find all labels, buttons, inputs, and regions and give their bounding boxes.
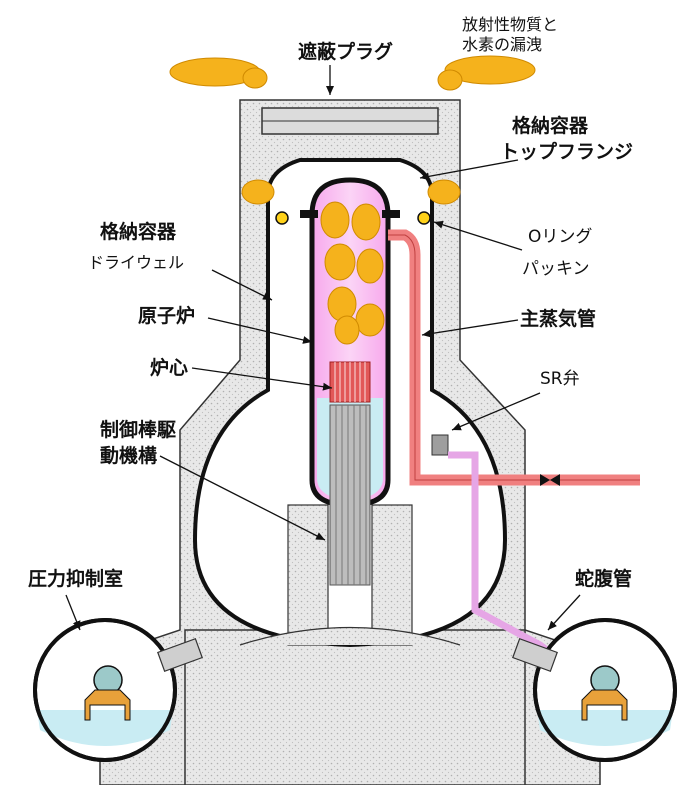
o-ring-left: [275, 211, 289, 225]
core-fuel-lines: [334, 362, 366, 402]
label-drywell-line1: 格納容器: [100, 220, 177, 243]
gas-clouds-rpv: [320, 201, 385, 345]
label-o-ring-line2: パッキン: [522, 259, 590, 279]
label-shield-plug: 遮蔽プラグ: [298, 40, 393, 63]
label-top-flange-line1: 格納容器: [512, 114, 589, 137]
label-crd-line1: 制御棒駆: [100, 418, 176, 441]
gas-clouds-top: [169, 55, 536, 91]
foundation-slab: [184, 629, 526, 785]
rpv-flange-left: [300, 210, 318, 218]
bellows-left: [157, 637, 203, 673]
label-drywell-line2: ドライウェル: [88, 253, 184, 272]
leader-lines: [65, 65, 581, 631]
gas-clouds-flange: [241, 179, 461, 205]
label-top-flange-line2: トップフランジ: [500, 140, 633, 163]
isolation-valve: [540, 474, 560, 486]
drywell-floor: [239, 626, 461, 646]
bellows-right: [512, 637, 558, 673]
label-leak-line2: 水素の漏洩: [462, 35, 542, 54]
pedestal-right: [371, 504, 413, 646]
label-bellows: 蛇腹管: [575, 567, 632, 590]
main-steam-pipe-edge: [388, 234, 640, 481]
sr-valve-body: [431, 434, 449, 456]
label-sr-valve: SR弁: [540, 369, 580, 389]
label-main-steam: 主蒸気管: [520, 307, 596, 330]
label-suppression-chamber: 圧力抑制室: [28, 567, 123, 590]
suppression-chamber-left: [33, 618, 177, 762]
o-ring-right: [417, 211, 431, 225]
control-rod-lines: [335, 405, 367, 585]
label-reactor: 原子炉: [138, 304, 195, 327]
label-crd-line2: 動機構: [100, 444, 157, 467]
rpv-flange-right: [382, 210, 400, 218]
pedestal-left: [287, 504, 329, 646]
control-rod-drives: [329, 404, 371, 586]
label-core: 炉心: [150, 356, 188, 379]
label-leak-line1: 放射性物質と: [462, 15, 558, 34]
suppression-chamber-right: [533, 618, 677, 762]
label-o-ring-line1: Oリング: [528, 227, 592, 247]
